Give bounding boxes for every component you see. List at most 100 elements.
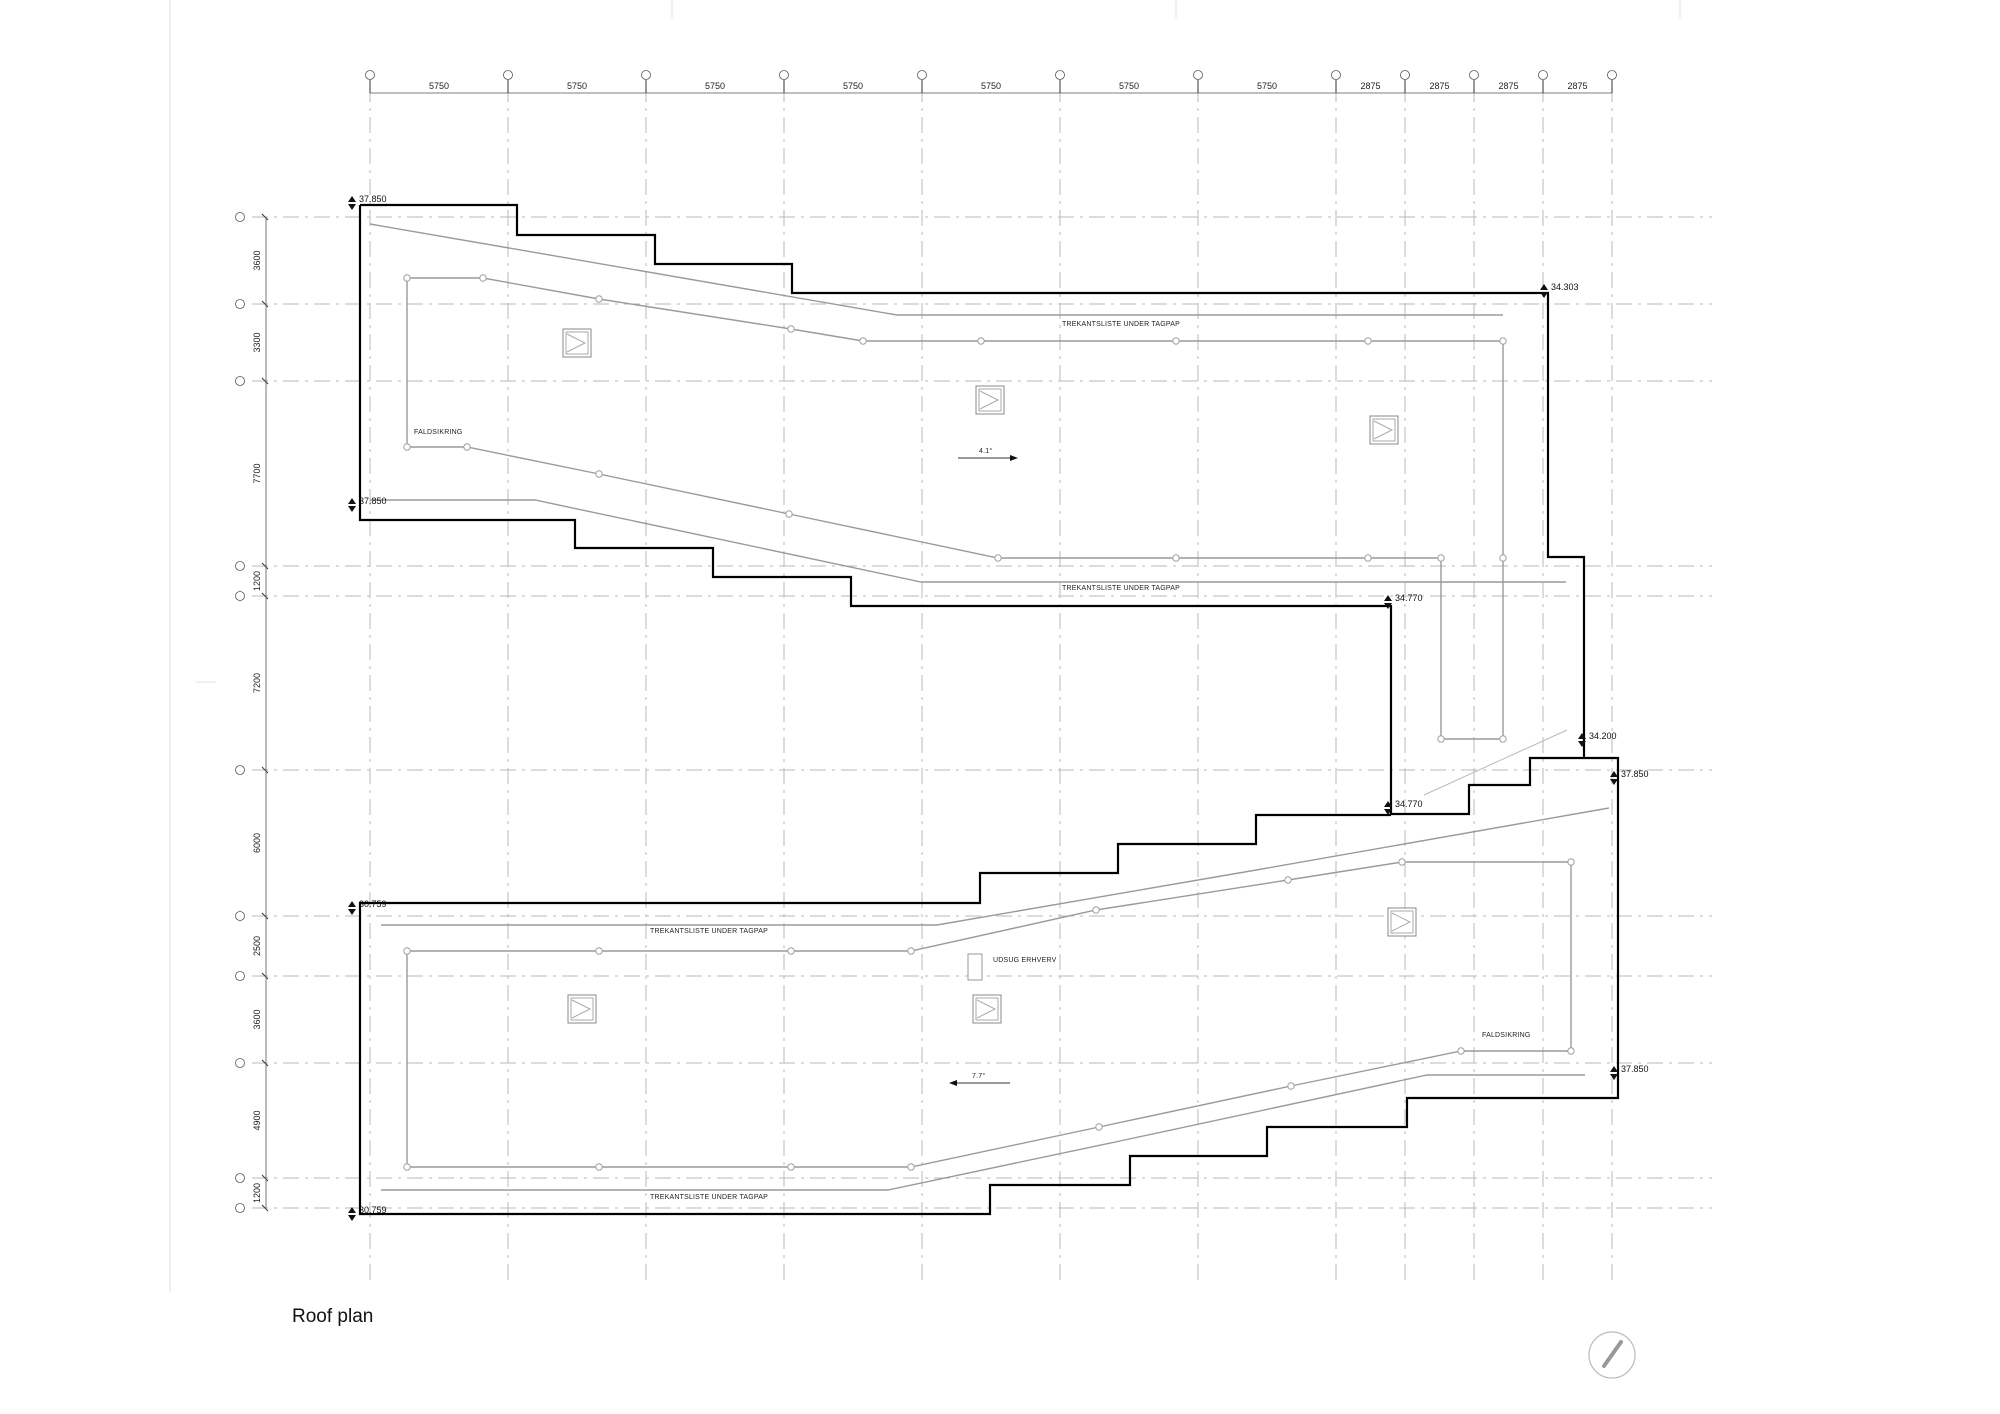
ridge-line (1423, 729, 1568, 796)
roof-drain-icon (975, 385, 1005, 415)
row-dimension: 1200 (252, 571, 262, 591)
rail-post (1457, 1047, 1465, 1055)
grid-bubble (235, 1058, 269, 1068)
rail-post (479, 274, 487, 282)
row-dimension: 3600 (252, 250, 262, 270)
grid-bubble (917, 70, 927, 93)
grid-bubble (503, 70, 513, 93)
rail-post (1172, 554, 1180, 562)
rail-post (907, 947, 915, 955)
rail-post (1437, 554, 1445, 562)
grid-bubble (235, 299, 269, 309)
column-dimension: 2875 (1429, 81, 1449, 91)
rail-post (859, 337, 867, 345)
rail-post (1567, 858, 1575, 866)
upper-triangle-strip-top (369, 223, 1503, 316)
rail-post (787, 1163, 795, 1171)
column-dimension: 5750 (567, 81, 587, 91)
upper-triangle-strip-bottom (370, 499, 1566, 583)
grid-bubble (1400, 70, 1410, 93)
row-dimension: 2500 (252, 936, 262, 956)
svg-text:34.200: 34.200 (1589, 731, 1617, 741)
roof-drain-icon (972, 994, 1002, 1024)
rail-post (463, 443, 471, 451)
svg-text:37.850: 37.850 (1621, 769, 1649, 779)
upper-fall-protection-rail-lower (406, 278, 1504, 740)
grid-bubble (235, 765, 269, 775)
rail-post (994, 554, 1002, 562)
svg-text:37.850: 37.850 (1621, 1064, 1649, 1074)
rail-post (787, 325, 795, 333)
rail-post (403, 1163, 411, 1171)
svg-text:30.759: 30.759 (359, 899, 387, 909)
rail-post (1364, 337, 1372, 345)
rail-post (403, 947, 411, 955)
svg-text:37.850: 37.850 (359, 194, 387, 204)
fall-protection-label: FALDSIKRING (414, 429, 463, 436)
roof-drain-icon (1387, 907, 1417, 937)
triangle-strip-label: TREKANTSLISTE UNDER TAGPAP (650, 1194, 768, 1201)
lower-triangle-strip-top (381, 807, 1610, 926)
grid-bubble (235, 911, 269, 921)
rail-post (1499, 735, 1507, 743)
rail-post (595, 295, 603, 303)
grid-bubble (1607, 70, 1617, 93)
rail-post (787, 947, 795, 955)
row-dimension: 7200 (252, 673, 262, 693)
row-dimension: 6000 (252, 833, 262, 853)
rail-posts (403, 274, 1575, 1171)
grid-bubble (641, 70, 651, 93)
row-dimension: 4900 (252, 1110, 262, 1130)
rail-post (1284, 876, 1292, 884)
level-marker: 34.770 (1384, 593, 1423, 609)
fall-protection-label: FALDSIKRING (1482, 1032, 1531, 1039)
rail-post (595, 1163, 603, 1171)
svg-text:30.759: 30.759 (359, 1205, 387, 1215)
grid-bubble (235, 971, 269, 981)
row-dimension: 7700 (252, 463, 262, 483)
roof-drain-icon (562, 328, 592, 358)
rail-post (907, 1163, 915, 1171)
structural-grid (235, 70, 1712, 1285)
level-marker: 37.850 (1610, 1064, 1649, 1080)
rail-post (1172, 337, 1180, 345)
lower-triangle-strip-bottom (381, 1074, 1585, 1191)
upper-fall-protection-rail (407, 277, 1504, 557)
row-dimension: 1200 (252, 1183, 262, 1203)
rail-post (1567, 1047, 1575, 1055)
svg-text:37.850: 37.850 (359, 496, 387, 506)
grid-bubble (1538, 70, 1548, 93)
roof-drain-icon (567, 994, 597, 1024)
row-dimension: 3300 (252, 332, 262, 352)
level-marker: 34.303 (1540, 282, 1579, 298)
rail-post (595, 470, 603, 478)
column-dimension: 5750 (1119, 81, 1139, 91)
rail-post (1499, 554, 1507, 562)
roof-drain-icon (1369, 415, 1399, 445)
column-dimension: 5750 (429, 81, 449, 91)
triangle-strip-label: TREKANTSLISTE UNDER TAGPAP (1062, 321, 1180, 328)
rail-post (403, 443, 411, 451)
column-dimension: 5750 (843, 81, 863, 91)
rail-post (403, 274, 411, 282)
grid-bubble (1193, 70, 1203, 93)
grid-bubble (1469, 70, 1479, 93)
column-dimension: 5750 (705, 81, 725, 91)
column-dimension: 2875 (1567, 81, 1587, 91)
column-dimension: 2875 (1360, 81, 1380, 91)
level-marker: 37.850 (1610, 769, 1649, 785)
level-marker: 37.850 (348, 194, 387, 210)
svg-text:34.770: 34.770 (1395, 799, 1423, 809)
north-arrow-icon (1588, 1331, 1636, 1379)
grid-bubble (365, 70, 375, 93)
grid-bubble (235, 212, 269, 222)
rail-post (1287, 1082, 1295, 1090)
slope-arrowhead (1010, 455, 1018, 461)
row-dimension: 3600 (252, 1009, 262, 1029)
svg-text:34.303: 34.303 (1551, 282, 1579, 292)
triangle-strip-label: TREKANTSLISTE UNDER TAGPAP (1062, 585, 1180, 592)
rail-post (1437, 735, 1445, 743)
triangle-strip-label: TREKANTSLISTE UNDER TAGPAP (650, 928, 768, 935)
